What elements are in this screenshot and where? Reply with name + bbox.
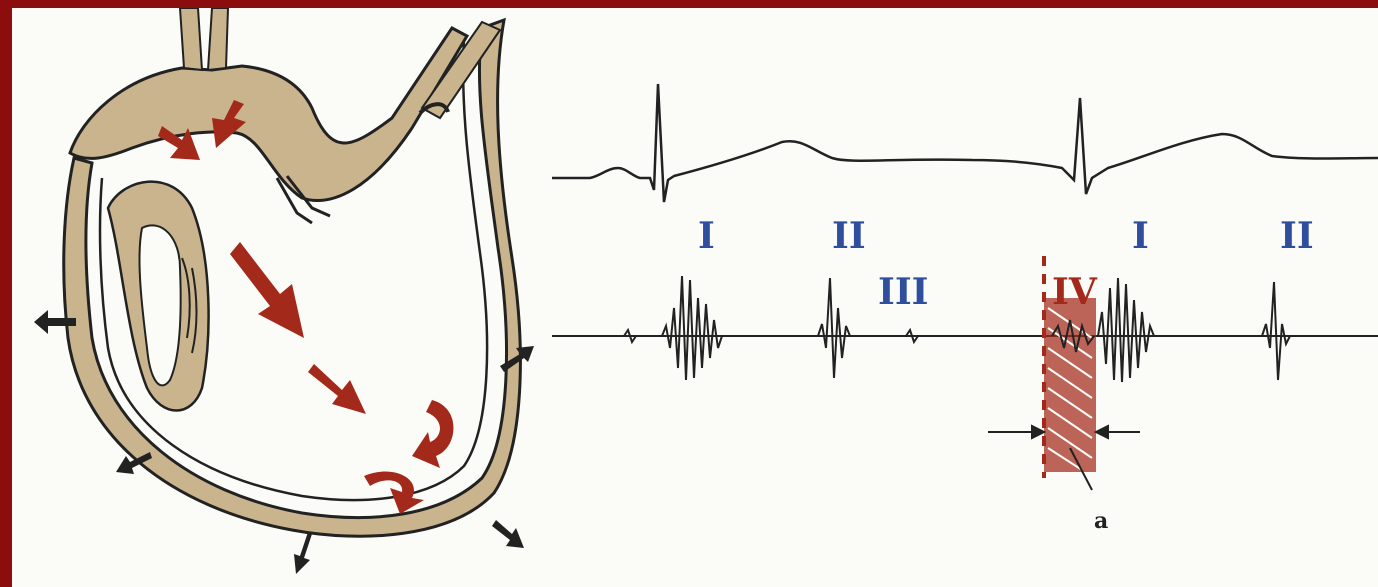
first-heart-sound-burst-2 [1098, 278, 1154, 382]
label-first-heart-sound-2: I [1132, 215, 1149, 257]
interval-label: a [1094, 508, 1108, 534]
second-heart-sound-burst [818, 278, 850, 378]
ecg-trace [552, 84, 1378, 202]
second-heart-sound-burst-2 [1262, 282, 1290, 380]
label-second-heart-sound: II [832, 215, 866, 257]
label-first-heart-sound: I [698, 215, 715, 257]
label-second-heart-sound-2: II [1280, 215, 1314, 257]
label-third-heart-sound: III [878, 271, 929, 313]
first-heart-sound-burst [624, 276, 722, 380]
label-fourth-heart-sound: IV [1052, 271, 1098, 313]
diagram-panel: I II III IV I II a [12, 8, 1378, 587]
ecg-phonocardiogram: I II III IV I II a [12, 8, 1378, 587]
